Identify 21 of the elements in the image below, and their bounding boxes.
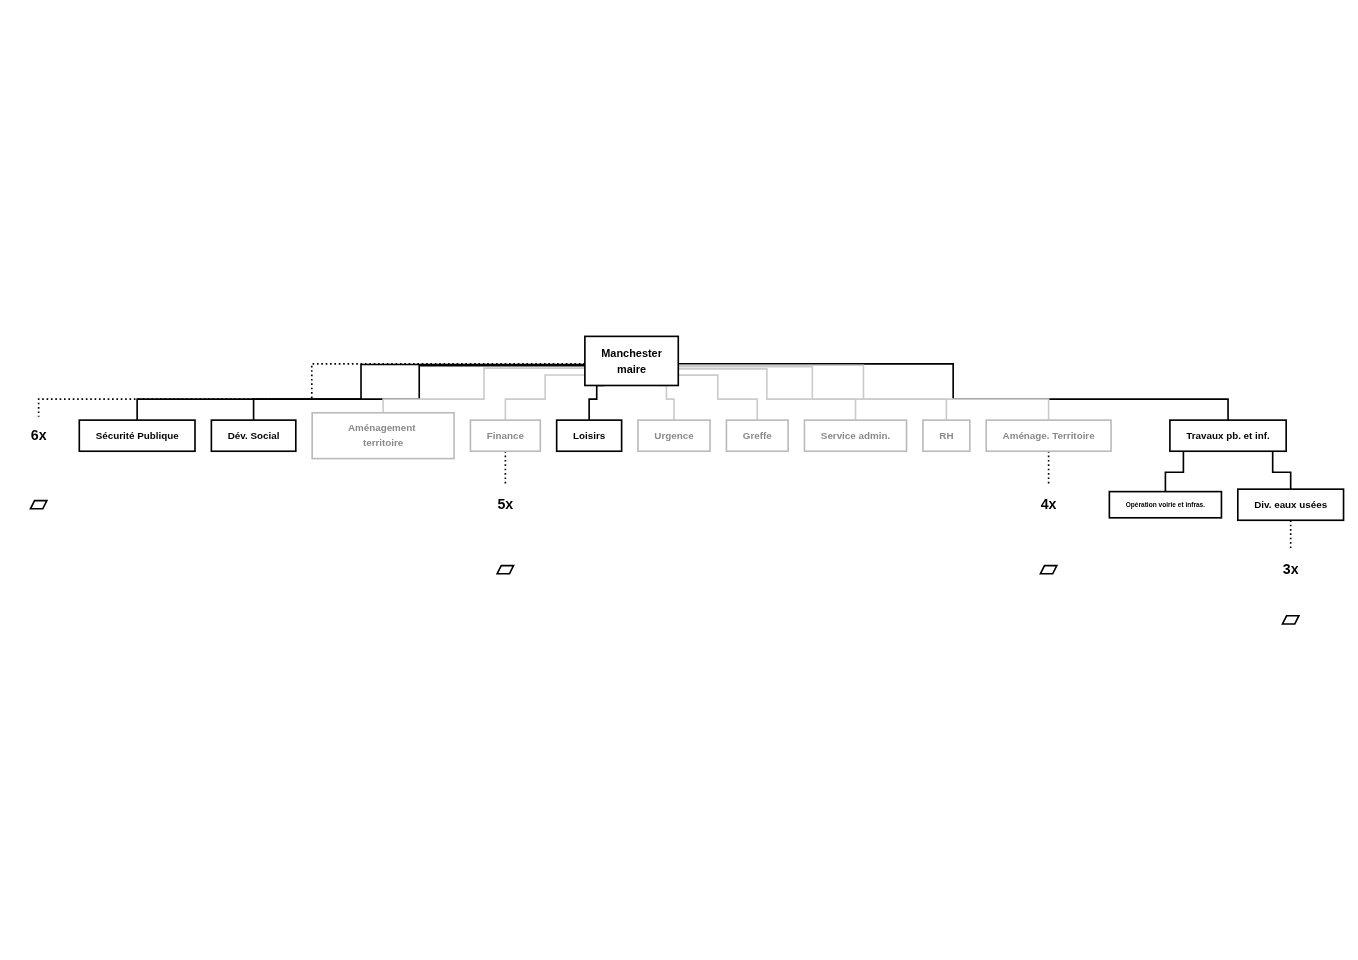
- node-box: Sécurité Publique: [78, 419, 196, 452]
- node-box: Dév. Social: [210, 419, 297, 452]
- node-box: Loisirs: [555, 419, 623, 452]
- node-box: Service admin.: [803, 419, 908, 452]
- node-box: Manchester maire: [584, 335, 680, 387]
- node-box: Travaux pb. et inf.: [1169, 419, 1287, 452]
- node-cube: [495, 564, 515, 575]
- node-text: 4x: [1040, 496, 1057, 513]
- node-box: Div. eaux usées: [1237, 488, 1345, 521]
- node-box: RH: [922, 419, 971, 452]
- node-box: Aménage. Territoire: [985, 419, 1112, 452]
- node-box: Greffe: [725, 419, 789, 452]
- node-box: Urgence: [637, 419, 711, 452]
- node-cube: [29, 499, 49, 510]
- node-text: 3x: [1282, 561, 1299, 578]
- node-box: Finance: [469, 419, 542, 452]
- node-text: 6x: [30, 427, 47, 444]
- node-cube: [1039, 564, 1059, 575]
- node-text: 5x: [497, 496, 514, 513]
- node-box: Aménagement territoire: [311, 411, 455, 460]
- node-cube: [1281, 614, 1301, 625]
